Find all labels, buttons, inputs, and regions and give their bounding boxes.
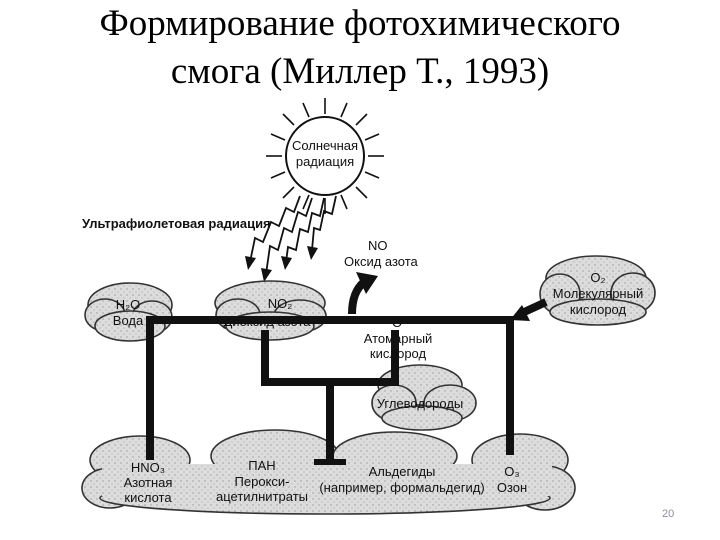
arrowhead-to-no (356, 272, 378, 294)
arrowhead-o2 (510, 305, 530, 321)
uv-arrows (249, 195, 337, 275)
hno3-line2: кислота (124, 490, 172, 505)
uv-arrow-3 (285, 197, 325, 263)
sun-label-line2: радиация (296, 154, 354, 169)
o2-formula: O₂ (590, 270, 605, 285)
hno3-line1: Азотная (124, 475, 173, 490)
o3-name: Озон (497, 480, 527, 495)
pan-formula: ПАН (248, 458, 275, 473)
uv-arrow-1 (249, 195, 301, 263)
o-line1: Атомарный (364, 331, 433, 346)
path-no2-to-o3 (146, 316, 514, 460)
cloud-h2o (84, 282, 173, 342)
cloud-bottom (81, 429, 576, 515)
aldehydes-line2: (например, формальдегид) (319, 480, 484, 495)
arrow-o2-line (520, 298, 548, 317)
no-name: Оксид азота (344, 254, 419, 269)
uv-radiation-label: Ультрафиолетовая радиация (82, 216, 271, 231)
o2-line1: Молекулярный (553, 286, 643, 301)
o2-line2: кислород (570, 302, 627, 317)
pan-line1: Перокси- (235, 474, 290, 489)
sun-icon (266, 98, 384, 214)
reaction-pathways (146, 316, 514, 460)
no-formula: NO (368, 238, 388, 253)
hydrocarbons-label: Углеводороды (377, 396, 464, 411)
arrow-to-no (348, 278, 367, 315)
no2-name: Диоксид азота (224, 314, 312, 329)
no2-formula: NO₂ (268, 296, 293, 311)
cloud-o2 (539, 255, 656, 326)
page-number: 20 (662, 508, 675, 520)
h2o-name: Вода (113, 313, 144, 328)
aldehydes-line1: Альдегиды (369, 464, 436, 479)
uv-arrow-2 (265, 197, 313, 275)
o-formula: O (392, 315, 402, 330)
h2o-formula: H₂O (116, 297, 141, 312)
sun-label-line1: Солнечная (292, 138, 358, 153)
o3-formula: O₃ (504, 464, 519, 479)
o-line2: кислород (370, 346, 427, 361)
slide-title-line2: смога (Миллер Т., 1993) (170, 51, 550, 92)
uv-arrowheads (245, 246, 318, 282)
slide-title-line1: Формирование фотохимического (99, 3, 621, 44)
uv-arrow-4 (311, 195, 337, 251)
hno3-formula: HNO₃ (131, 460, 165, 475)
pan-line2: ацетилнитраты (216, 489, 308, 504)
